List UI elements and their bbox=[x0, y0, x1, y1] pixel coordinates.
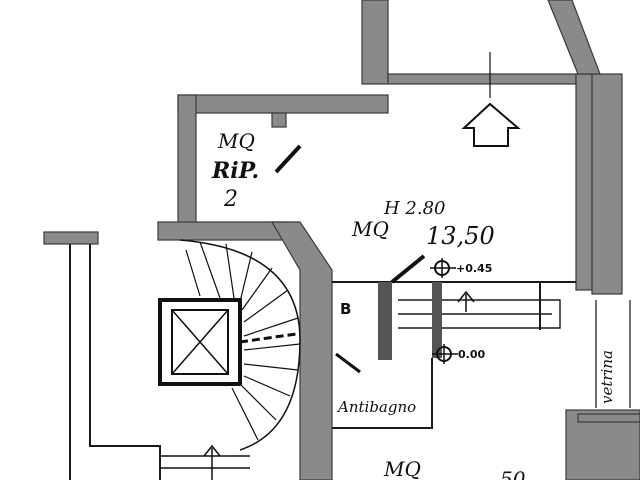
stair-curve-outer bbox=[179, 239, 301, 451]
stair-tread bbox=[231, 387, 259, 441]
antibagno-door bbox=[335, 352, 361, 374]
left-building-wall bbox=[43, 231, 99, 245]
stair-tread bbox=[225, 243, 235, 299]
top-wall-main bbox=[387, 73, 577, 85]
bath-door bbox=[390, 254, 426, 284]
stair-tread bbox=[243, 343, 301, 351]
stair-tread bbox=[243, 289, 289, 323]
step-jamb bbox=[432, 282, 442, 358]
bottom-area-partial: …50 bbox=[480, 467, 526, 480]
stair-tread bbox=[243, 375, 291, 397]
storage-door bbox=[274, 144, 302, 174]
stair-dash-line bbox=[239, 332, 297, 344]
stair-tread bbox=[243, 363, 299, 371]
storage-name-label: RiP. bbox=[211, 158, 259, 184]
stair-tread bbox=[239, 251, 253, 303]
top-wall-left bbox=[177, 94, 389, 114]
storage-bottom-wall bbox=[157, 221, 289, 241]
step-arrow-head bbox=[457, 290, 475, 303]
stair-tread bbox=[239, 383, 277, 421]
stair-tread bbox=[199, 241, 221, 299]
bath-label: B bbox=[340, 300, 351, 318]
right-pilaster bbox=[591, 73, 623, 295]
stair-tread bbox=[243, 317, 299, 337]
elevator-cross-2 bbox=[171, 309, 229, 375]
main-area-label: MQ bbox=[351, 217, 389, 241]
level-markers bbox=[430, 258, 458, 364]
bottom-area-label: MQ bbox=[383, 457, 421, 480]
top-right-wall-fragment bbox=[361, 0, 389, 85]
stair-tread bbox=[241, 267, 273, 311]
storage-number-label: 2 bbox=[223, 187, 238, 212]
walls bbox=[43, 0, 640, 480]
right-wall bbox=[575, 73, 595, 291]
stair-tread bbox=[185, 249, 201, 297]
doors bbox=[274, 144, 442, 374]
vetrina-window bbox=[595, 300, 631, 408]
stair-up-arrow-head bbox=[203, 444, 221, 457]
antibagno-label: Antibagno bbox=[336, 398, 416, 416]
entry-arrow bbox=[461, 52, 521, 147]
bath-jamb bbox=[378, 282, 392, 360]
main-height-label: H 2.80 bbox=[383, 198, 446, 219]
left-inner-line bbox=[89, 244, 161, 480]
staircase bbox=[158, 239, 301, 480]
left-wall-storage bbox=[177, 94, 197, 234]
level-upper-label: +0.45 bbox=[456, 262, 492, 275]
entry-up-arrow bbox=[461, 102, 521, 147]
storage-right-wall bbox=[271, 112, 287, 128]
storage-area-label: MQ bbox=[217, 129, 255, 153]
bottom-right-cap bbox=[577, 413, 640, 423]
elevator-box bbox=[171, 309, 229, 375]
main-area-value: 13,50 bbox=[426, 222, 495, 250]
antibagno-bottom bbox=[332, 358, 433, 429]
stair-curved-wall bbox=[270, 221, 333, 480]
diagonal-wall-top-right bbox=[547, 0, 601, 75]
level-lower-label: 0.00 bbox=[458, 348, 485, 361]
step-arrow bbox=[457, 290, 475, 312]
step-lines bbox=[398, 299, 561, 329]
vetrina-label: vetrina bbox=[598, 350, 616, 404]
